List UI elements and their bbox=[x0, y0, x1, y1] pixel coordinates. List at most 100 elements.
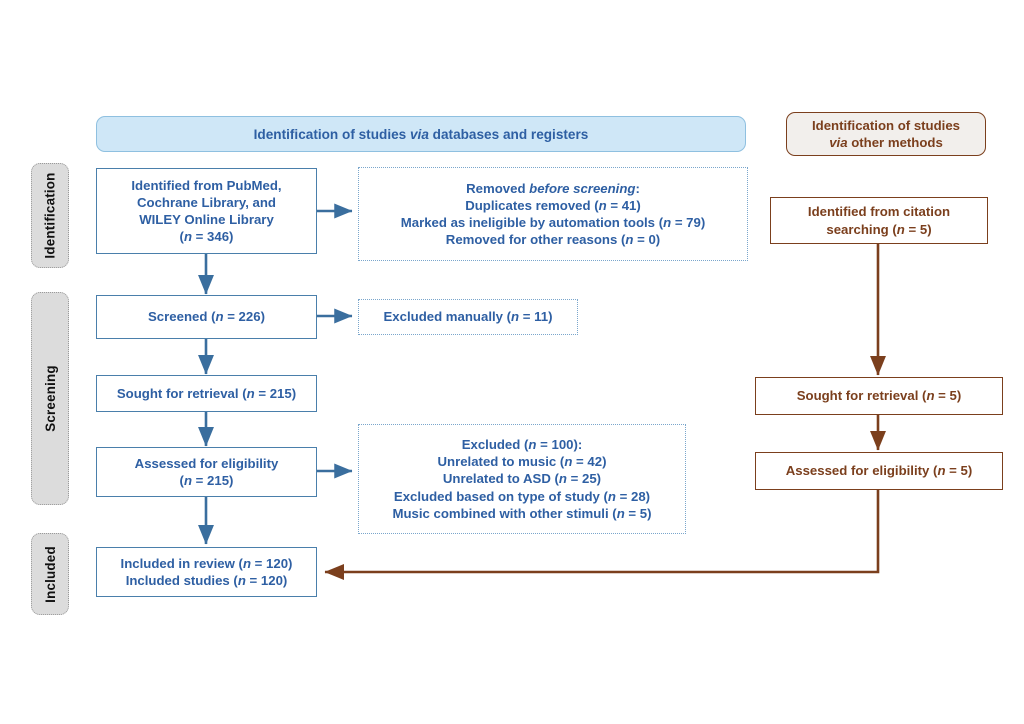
right-assessed-label: Assessed for eligibility bbox=[785, 463, 934, 479]
excl-row-3-value: = 28) bbox=[615, 488, 651, 504]
box-identified-citation-searching: Identified from citation searching (n = … bbox=[770, 197, 988, 244]
excl-row-2-n: n bbox=[558, 471, 567, 487]
banner-left-italic: via bbox=[410, 126, 429, 142]
identified-n-value: = 346) bbox=[192, 229, 234, 245]
screened-label: Screened bbox=[148, 309, 212, 325]
citation-line2-open: ( bbox=[892, 221, 897, 237]
banner-databases-registers: Identification of studies via databases … bbox=[96, 116, 746, 152]
stage-tab-identification: Identification bbox=[31, 163, 69, 268]
identified-n-open: ( bbox=[179, 229, 184, 245]
excl-row-4-label: Music combined with other stimuli bbox=[392, 505, 613, 521]
assessed-value: = 215) bbox=[192, 473, 234, 488]
screened-open: ( bbox=[211, 309, 216, 325]
excl-row-2-open: ( bbox=[554, 471, 559, 487]
identified-line-3: WILEY Online Library bbox=[139, 212, 274, 227]
excl-row-3-n: n bbox=[607, 488, 616, 504]
removed-row-2-open: ( bbox=[620, 232, 626, 248]
excl-row-4-value: = 5) bbox=[624, 505, 652, 521]
assessed-label: Assessed for eligibility bbox=[134, 455, 279, 471]
removed-title-italic: before screening bbox=[529, 180, 636, 196]
removed-row-0-value: = 41) bbox=[606, 197, 641, 213]
box-excluded-eligibility: Excluded (n = 100): Unrelated to music (… bbox=[358, 424, 686, 534]
box-screened: Screened (n = 226) bbox=[96, 295, 317, 339]
sought-value: = 215) bbox=[254, 385, 297, 401]
removed-row-1-label: Marked as ineligible by automation tools bbox=[400, 215, 659, 230]
box-excluded-manually: Excluded manually (n = 11) bbox=[358, 299, 578, 335]
banner-left-part-b: databases and registers bbox=[428, 126, 589, 142]
stage-tab-screening: Screening bbox=[31, 292, 69, 505]
right-sought-value: = 5) bbox=[934, 388, 962, 404]
removed-title-b: : bbox=[635, 180, 640, 196]
removed-title-a: Removed bbox=[466, 180, 530, 196]
included-line1-label: Included in review bbox=[120, 555, 239, 571]
stage-tab-identification-label: Identification bbox=[42, 172, 58, 259]
excluded-manually-n: n bbox=[511, 309, 520, 325]
screened-n: n bbox=[215, 309, 224, 325]
removed-row-2-value: = 0) bbox=[633, 232, 661, 248]
excl-row-1-label: Unrelated to music bbox=[437, 454, 560, 470]
removed-row-2-label: Removed for other reasons bbox=[445, 232, 621, 248]
screened-value: = 226) bbox=[223, 309, 265, 325]
excl-row-0-value: = 100): bbox=[536, 437, 583, 453]
removed-row-1-value: = 79) bbox=[671, 215, 706, 230]
excl-row-0-n: n bbox=[528, 437, 537, 453]
excluded-manually-label: Excluded manually bbox=[383, 309, 507, 325]
citation-line2-value: = 5) bbox=[904, 221, 932, 237]
box-included-in-review: Included in review (n = 120) Included st… bbox=[96, 547, 317, 597]
box-sought-for-retrieval: Sought for retrieval (n = 215) bbox=[96, 375, 317, 412]
box-identified-from-databases: Identified from PubMed, Cochrane Library… bbox=[96, 168, 317, 254]
right-sought-open: ( bbox=[922, 388, 927, 404]
excl-row-0-open: ( bbox=[523, 437, 529, 453]
banner-right-line1: Identification of studies bbox=[812, 117, 960, 133]
right-assessed-open: ( bbox=[933, 463, 938, 479]
removed-row-2-n: n bbox=[625, 232, 634, 248]
excl-row-1-value: = 42) bbox=[572, 454, 607, 470]
included-line2-n: n bbox=[237, 573, 246, 588]
excl-row-3-open: ( bbox=[603, 488, 608, 504]
box-removed-before-screening: Removed before screening: Duplicates rem… bbox=[358, 167, 748, 261]
sought-open: ( bbox=[242, 385, 247, 401]
included-line2-open: ( bbox=[233, 573, 238, 588]
removed-row-0-label: Duplicates removed bbox=[465, 197, 595, 213]
box-assessed-for-eligibility: Assessed for eligibility (n = 215) bbox=[96, 447, 317, 497]
included-line2-label: Included studies bbox=[125, 573, 234, 588]
included-line1-n: n bbox=[242, 555, 252, 571]
identified-line-1: Identified from PubMed, bbox=[131, 177, 282, 193]
removed-row-1-n: n bbox=[663, 215, 672, 230]
box-assessed-for-eligibility-other: Assessed for eligibility (n = 5) bbox=[755, 452, 1003, 490]
assessed-open: ( bbox=[179, 473, 184, 488]
included-line1-open: ( bbox=[238, 555, 243, 571]
citation-line2-label: searching bbox=[826, 221, 893, 237]
excl-row-2-value: = 25) bbox=[566, 471, 602, 487]
excl-row-1-n: n bbox=[564, 454, 573, 470]
stage-tab-included: Included bbox=[31, 533, 69, 615]
identified-line-2: Cochrane Library, and bbox=[136, 194, 276, 210]
removed-row-0-n: n bbox=[598, 197, 607, 213]
sought-n: n bbox=[246, 385, 255, 401]
excl-row-2-label: Unrelated to ASD bbox=[442, 471, 555, 487]
excl-row-0-label: Excluded bbox=[461, 437, 524, 453]
right-assessed-value: = 5) bbox=[945, 463, 973, 479]
included-line2-value: = 120) bbox=[245, 573, 288, 588]
excluded-manually-open: ( bbox=[506, 309, 512, 325]
sought-label: Sought for retrieval bbox=[116, 385, 243, 401]
removed-row-0-open: ( bbox=[594, 197, 599, 213]
stage-tab-included-label: Included bbox=[42, 545, 58, 603]
banner-right-italic: via bbox=[829, 135, 848, 150]
right-assessed-n: n bbox=[937, 463, 946, 479]
citation-line2-n: n bbox=[896, 221, 905, 237]
assessed-n: n bbox=[183, 473, 193, 488]
excl-row-3-label: Excluded based on type of study bbox=[393, 488, 604, 504]
banner-left-part-a: Identification of studies bbox=[253, 126, 410, 142]
banner-right-line2-rest: other methods bbox=[847, 135, 943, 150]
included-line1-value: = 120) bbox=[251, 555, 293, 571]
excluded-manually-value: = 11) bbox=[519, 309, 553, 325]
excl-row-1-open: ( bbox=[559, 454, 565, 470]
banner-other-methods: Identification of studies via other meth… bbox=[786, 112, 986, 156]
box-sought-for-retrieval-other: Sought for retrieval (n = 5) bbox=[755, 377, 1003, 415]
excl-row-4-open: ( bbox=[612, 505, 617, 521]
right-sought-label: Sought for retrieval bbox=[796, 388, 923, 404]
right-sought-n: n bbox=[926, 388, 935, 404]
